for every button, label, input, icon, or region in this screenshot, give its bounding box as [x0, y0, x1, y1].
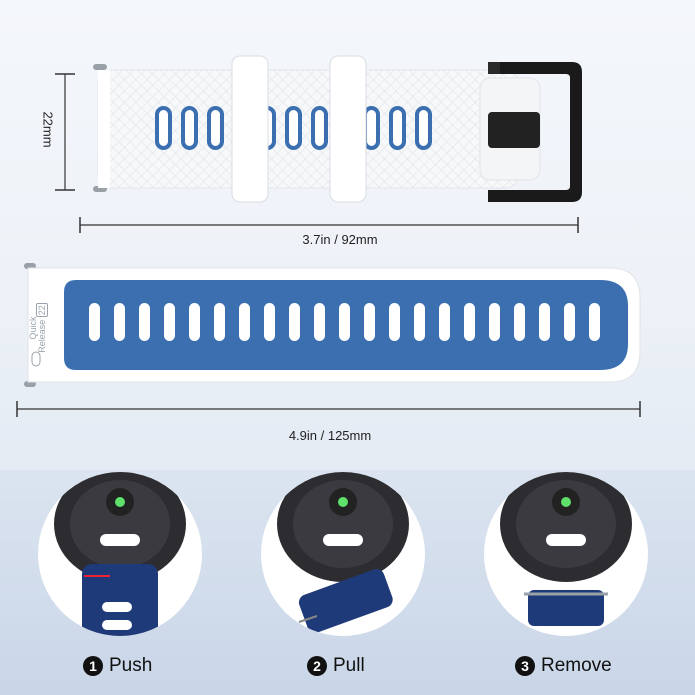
step-1-label: Push [109, 655, 153, 676]
step-2-label: Pull [333, 655, 365, 676]
step-pull-image [261, 472, 425, 636]
strap-imprint: Quick Release 22 [28, 293, 49, 363]
imprint-size: 22 [36, 303, 48, 318]
step-3-number: 3 [515, 656, 535, 676]
width-dimension-label: 22mm [40, 111, 56, 148]
long-strap-holes [89, 303, 600, 341]
step-3-caption: 3 Remove [515, 655, 612, 677]
step-push-image [38, 472, 202, 636]
imprint-release: Release 22 [36, 303, 48, 353]
buckle-strap-image [16, 55, 641, 417]
step-1-caption: 1 Push [83, 655, 152, 677]
step-1-number: 1 [83, 656, 103, 676]
long-length-label: 4.9in / 125mm [288, 428, 372, 443]
step-remove-image [484, 472, 648, 636]
step-2-caption: 2 Pull [307, 655, 365, 677]
strap-holes [155, 106, 432, 150]
step-3-label: Remove [541, 655, 612, 676]
short-length-label: 3.7in / 92mm [302, 232, 378, 247]
step-2-number: 2 [307, 656, 327, 676]
